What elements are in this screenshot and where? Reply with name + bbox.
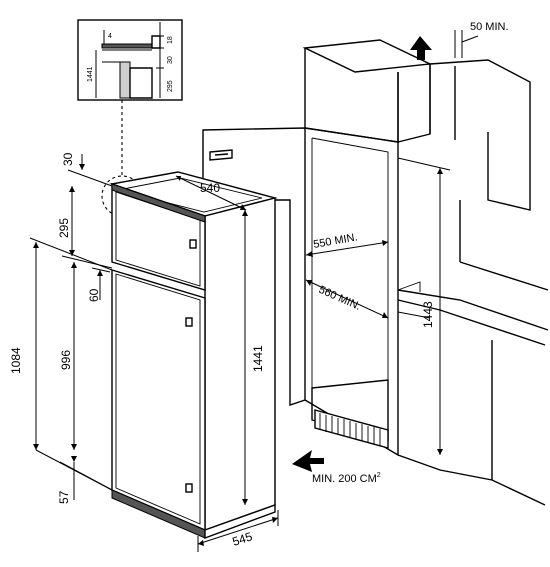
label-996: 996: [59, 350, 73, 370]
label-545: 545: [231, 529, 255, 549]
dimension-lines: [29, 30, 479, 552]
label-1443: 1443: [421, 301, 435, 328]
cabinetry: [202, 39, 549, 506]
label-1084: 1084: [9, 347, 23, 374]
appliance: [109, 171, 278, 540]
inset-dim-18: 18: [167, 36, 174, 44]
label-540: 540: [200, 181, 220, 195]
inset-dim-295: 295: [167, 80, 174, 92]
label-60: 60: [87, 288, 101, 302]
label-1441: 1441: [251, 345, 265, 372]
inset-detail: 4 18 30 295 1441: [77, 19, 183, 101]
label-560-min: 560 MIN.: [317, 284, 363, 313]
label-57: 57: [57, 490, 71, 504]
label-30: 30: [61, 152, 75, 166]
label-295: 295: [57, 218, 71, 238]
inset-dim-30: 30: [167, 56, 174, 64]
label-vent-area-sup: 2: [377, 472, 381, 479]
label-vent-area-text: MIN. 200 CM: [312, 473, 377, 485]
label-vent-area: MIN. 200 CM2: [312, 472, 381, 485]
inset-dim-4: 4: [108, 33, 112, 40]
dimension-labels: 30 295 540 60 1084 996 1441 57 545 550 M…: [9, 21, 509, 549]
inset-dim-1441: 1441: [87, 66, 94, 82]
label-50-min: 50 MIN.: [470, 21, 509, 33]
